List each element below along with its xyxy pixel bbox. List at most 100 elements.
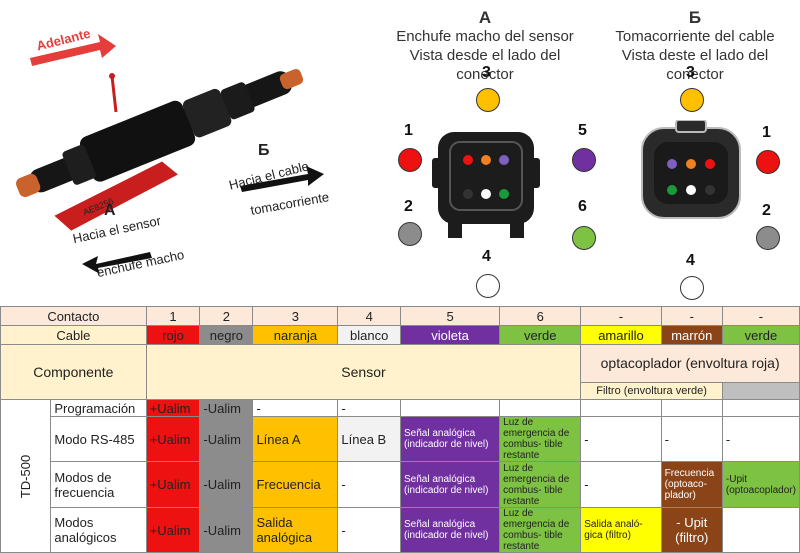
conn-b-pin4-num: 4 — [686, 252, 695, 269]
row-cell: +Ualim — [145, 461, 201, 508]
contacto-cell: 5 — [399, 306, 501, 326]
row-cell: +Ualim — [145, 399, 201, 417]
row-cell: - Upit (filtro) — [660, 507, 723, 553]
contacto-label: Contacto — [0, 306, 147, 326]
row-name: Programación — [50, 399, 147, 417]
contacto-cell: 3 — [252, 306, 339, 326]
cable-cell: naranja — [252, 325, 339, 345]
row-cell: Luz de emergencia de combus- tible resta… — [499, 507, 582, 553]
arrow-to-sensor-icon — [82, 252, 152, 274]
conn-a-pin2-num: 2 — [404, 198, 413, 215]
cable-cell: marrón — [660, 325, 723, 345]
table-row: Modo RS-485 +Ualim -Ualim Línea A Línea … — [1, 416, 800, 462]
contacto-cell: 4 — [337, 306, 401, 326]
row-cell — [660, 399, 723, 417]
conn-a-pin5-num: 5 — [578, 122, 587, 139]
connector-b-face — [636, 119, 746, 232]
componente-label: Componente — [0, 344, 147, 400]
contacto-cell: - — [721, 306, 800, 326]
cable-label: Cable — [0, 325, 147, 345]
connector-b-title1: Tomacorriente del cable — [615, 28, 775, 45]
cable-cell: verde — [499, 325, 582, 345]
contacto-cell: - — [660, 306, 723, 326]
row-cell: Señal analógica (indicador de nivel) — [399, 507, 501, 553]
contacto-cell: 6 — [499, 306, 582, 326]
row-cell: Salida analó- gica (filtro) — [580, 507, 662, 553]
arrow-to-cable-icon — [240, 166, 324, 192]
row-cell — [499, 399, 582, 417]
cable-cell: amarillo — [580, 325, 662, 345]
conn-b-pin3-num: 3 — [686, 64, 695, 81]
cable-row: Cable rojo negro naranja blanco violeta … — [0, 325, 800, 345]
connector-a-header: А Enchufe macho del sensor Vista desde e… — [380, 8, 590, 84]
conn-b-pin1 — [756, 150, 780, 174]
row-cell — [580, 399, 662, 417]
contacto-row: Contacto 1 2 3 4 5 6 - - - — [0, 306, 800, 326]
connector-b-header: Б Tomacorriente del cable Vista deste el… — [592, 8, 798, 84]
row-cell: -Ualim — [199, 416, 254, 462]
conn-a-pin4 — [476, 274, 500, 298]
filtro-gray-cell — [721, 382, 800, 400]
row-cell: Luz de emergencia de combus- tible resta… — [499, 416, 582, 462]
opto-label: optacoplador (envoltura roja) — [580, 344, 800, 383]
row-cell: Luz de emergencia de combus- tible resta… — [499, 461, 582, 508]
row-cell: - — [660, 416, 723, 462]
connector-a-letter: А — [478, 8, 492, 27]
row-cell: +Ualim — [145, 507, 201, 553]
row-cell — [399, 399, 501, 417]
row-cell: +Ualim — [145, 416, 201, 462]
connector-a-title1: Enchufe macho del sensor — [396, 28, 574, 45]
connector-a-title2: Vista desde el lado del conector — [409, 47, 561, 83]
cable-cell: violeta — [399, 325, 501, 345]
contacto-cell: 2 — [199, 306, 254, 326]
conn-a-pin1 — [398, 148, 422, 172]
conn-a-pin5 — [572, 148, 596, 172]
cable-cell: negro — [199, 325, 254, 345]
sensor-cable-drawing: AE8256 — [16, 34, 324, 274]
contacto-cell: - — [580, 306, 662, 326]
conn-b-pin1-num: 1 — [762, 124, 771, 141]
row-cell: - — [580, 416, 662, 462]
conn-b-pin2 — [756, 226, 780, 250]
row-cell — [721, 399, 800, 417]
row-name: Modo RS-485 — [50, 416, 147, 462]
row-cell: Salida analógica — [252, 507, 339, 553]
row-cell: - — [337, 461, 401, 508]
row-name: Modos analógicos — [50, 507, 147, 553]
row-cell: Señal analógica (indicador de nivel) — [399, 461, 501, 508]
conn-a-pin6-num: 6 — [578, 198, 587, 215]
cable-cell: verde — [721, 325, 800, 345]
row-cell: Línea B — [337, 416, 401, 462]
row-cell: -Ualim — [199, 507, 254, 553]
conn-a-pin1-num: 1 — [404, 122, 413, 139]
pinout-table: Contacto 1 2 3 4 5 6 - - - Cable rojo ne… — [0, 306, 800, 553]
forward-arrow-icon — [30, 34, 116, 66]
sensor-label: Sensor — [145, 344, 582, 400]
conn-a-pin6 — [572, 226, 596, 250]
row-cell: - — [580, 461, 662, 508]
row-name: Modos de frecuencia — [50, 461, 147, 508]
connector-b-title2: Vista deste el lado del conector — [621, 47, 769, 83]
side-a-letter: А — [104, 202, 116, 219]
row-cell: -Ualim — [199, 461, 254, 508]
table-row: TD-500 Programación +Ualim -Ualim - - — [0, 399, 800, 553]
table-row: Modos analógicos +Ualim -Ualim Salida an… — [1, 507, 800, 553]
row-cell: Frecuencia (optoaco- plador) — [660, 461, 723, 508]
table-row: Modos de frecuencia +Ualim -Ualim Frecue… — [1, 461, 800, 508]
filtro-label: Filtro (envoltura verde) — [580, 382, 723, 400]
row-cell: - — [252, 399, 339, 417]
sensor-illustration: AE8256 Adelante А Hacia el sensor enchuf… — [0, 0, 380, 305]
conn-a-pin3-num: 3 — [482, 64, 491, 81]
conn-b-pin4 — [680, 276, 704, 300]
conn-a-pin4-num: 4 — [482, 248, 491, 265]
cable-cell: rojo — [145, 325, 201, 345]
row-cell: Frecuencia — [252, 461, 339, 508]
td-label: TD-500 — [18, 454, 34, 498]
row-cell: Línea A — [252, 416, 339, 462]
row-cell — [721, 507, 800, 553]
conn-b-pin2-num: 2 — [762, 202, 771, 219]
row-cell: - — [721, 416, 800, 462]
row-cell: -Ualim — [199, 399, 254, 417]
row-cell: - — [337, 399, 401, 417]
conn-a-pin3 — [476, 88, 500, 112]
